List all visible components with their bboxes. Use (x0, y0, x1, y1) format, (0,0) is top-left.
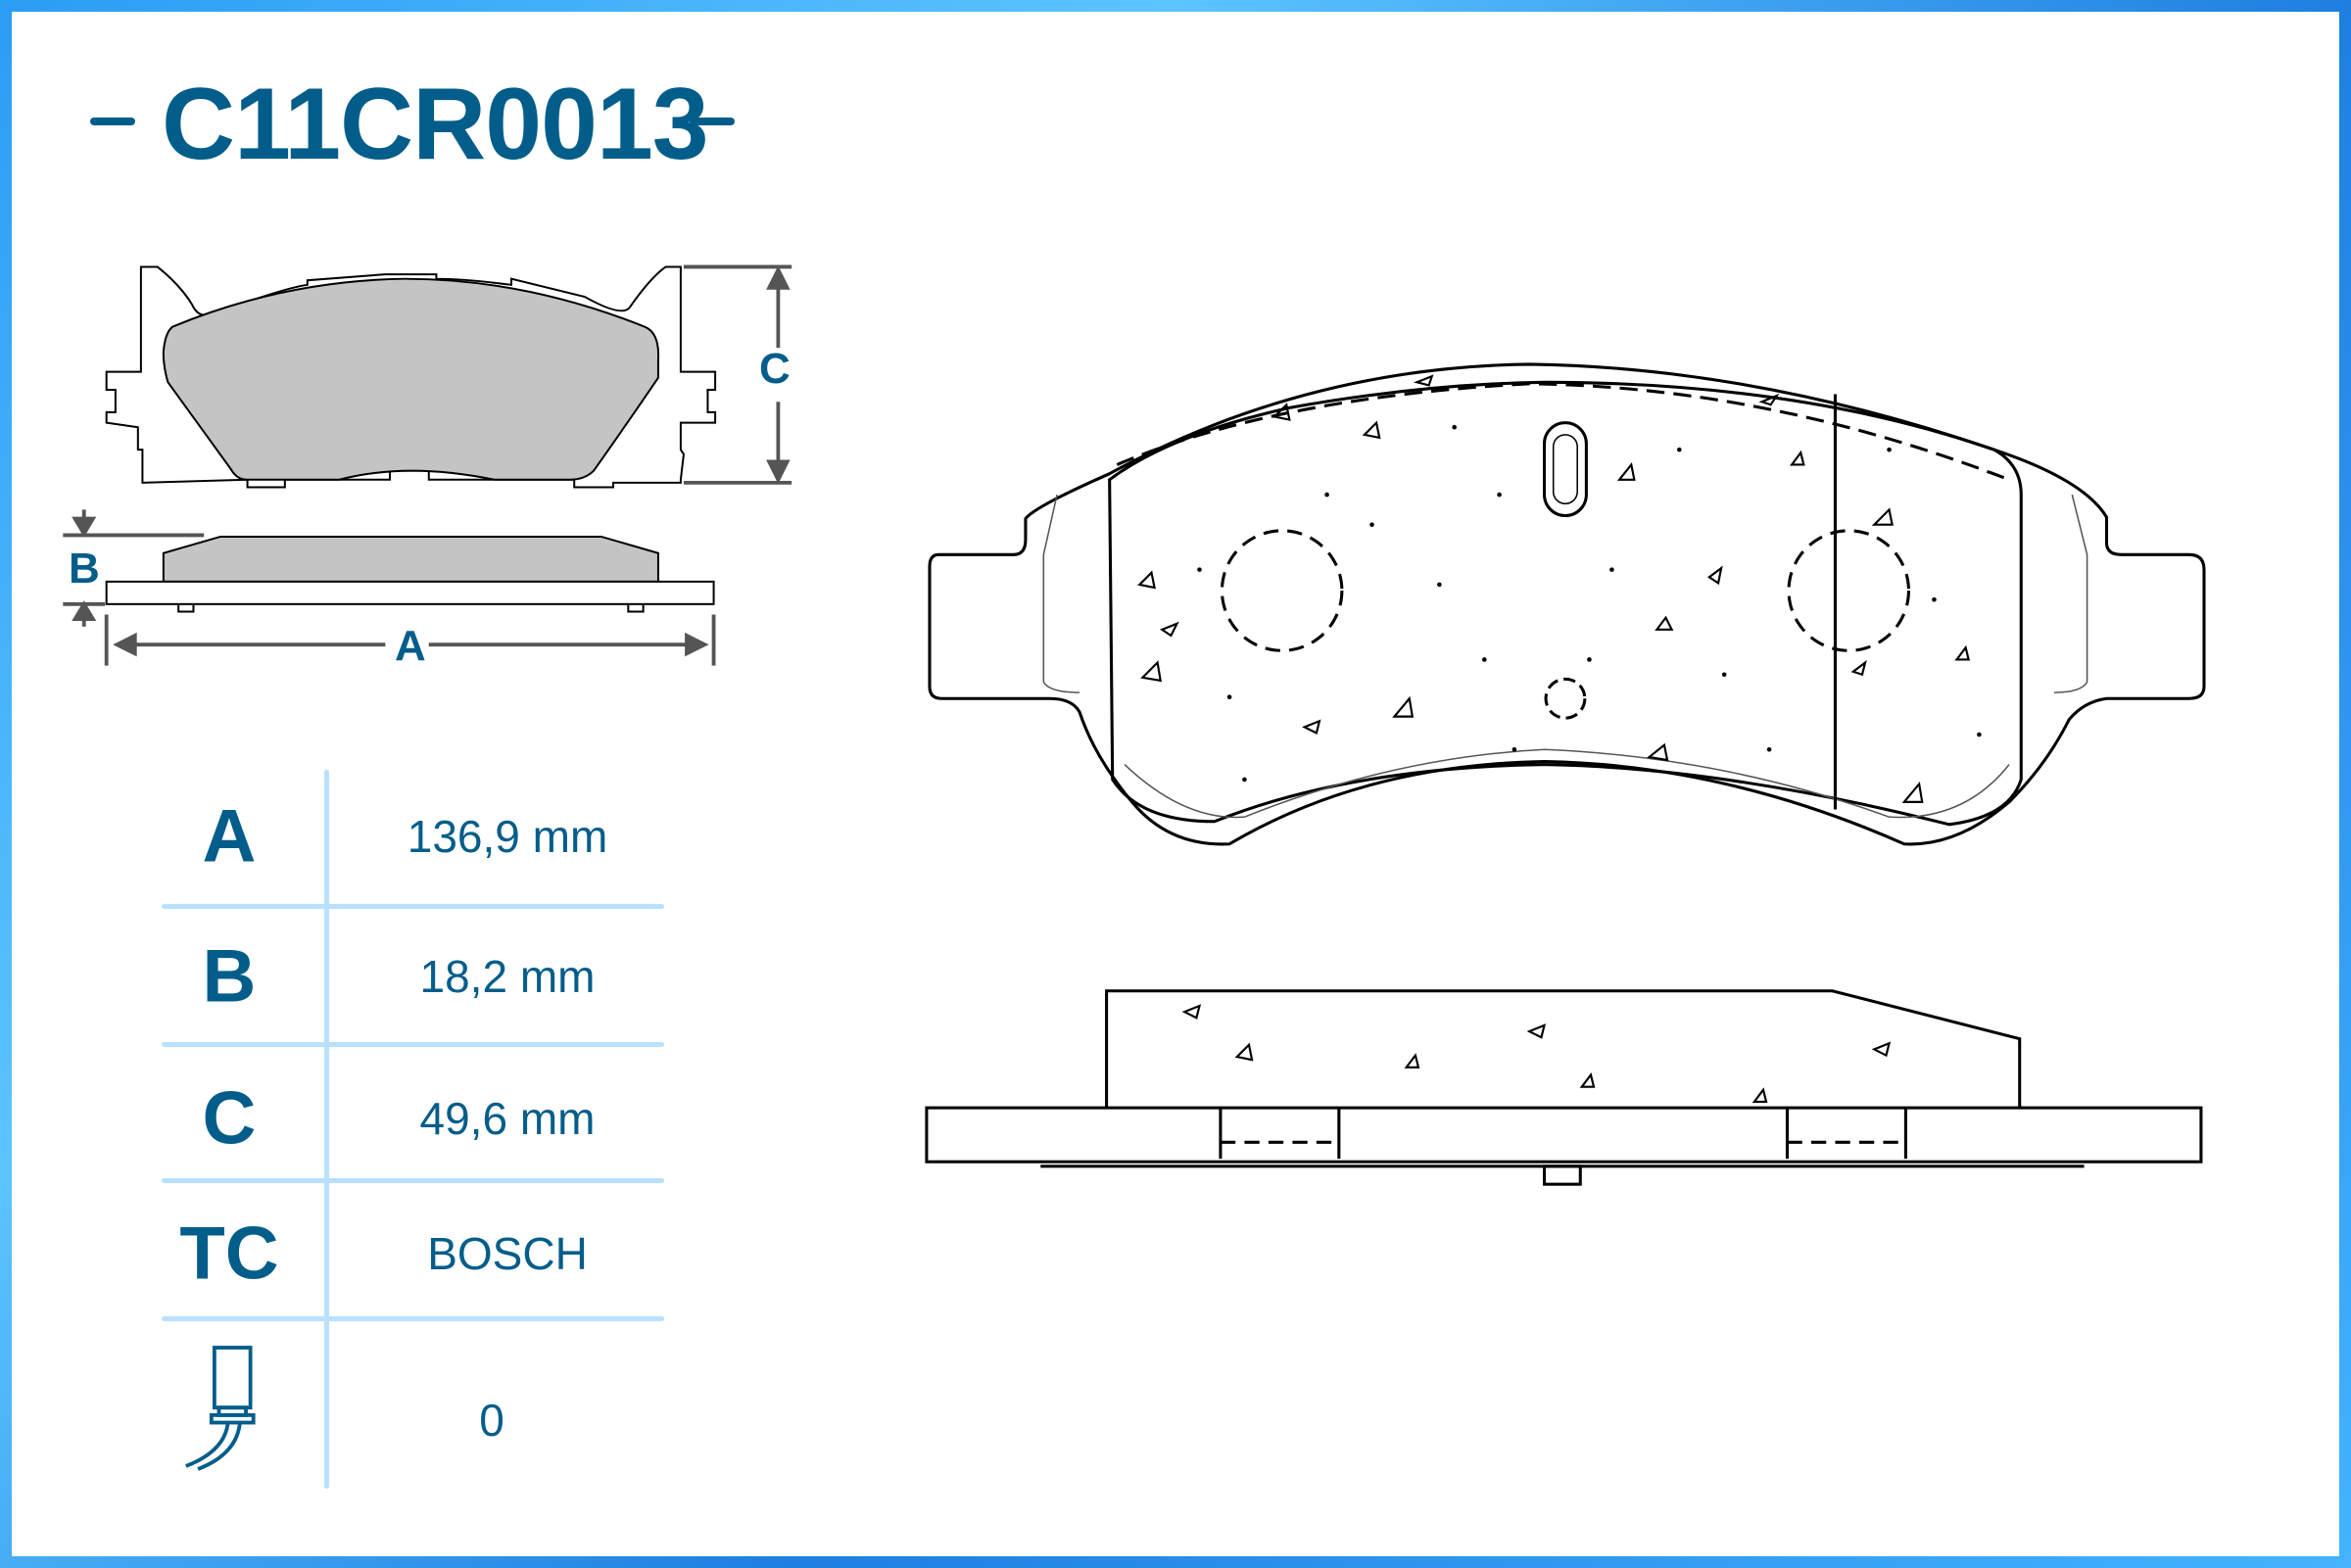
pad-top-view (105, 265, 717, 489)
wear-sensor-icon (185, 1346, 256, 1471)
spec-value-a: 136,9 mm (407, 811, 608, 862)
dimension-lines (63, 264, 792, 666)
spec-label-tc: TC (179, 1212, 279, 1296)
spec-value-wear-sensor: 0 (479, 1395, 504, 1446)
pad-side-view-large (925, 989, 2203, 1186)
table-divider-vertical (324, 770, 329, 1489)
spec-label-a: A (202, 794, 257, 879)
spec-value-c: 49,6 mm (419, 1093, 596, 1144)
spec-label-c: C (202, 1076, 257, 1161)
title-dash-right (690, 118, 735, 125)
table-divider (162, 904, 664, 909)
pad-side-view (105, 535, 715, 613)
table-divider (162, 1178, 664, 1183)
spec-label-b: B (202, 934, 257, 1019)
spec-value-tc: BOSCH (427, 1228, 588, 1279)
dimension-label-b: B (69, 545, 100, 593)
pad-front-view-large (928, 362, 2206, 846)
canvas (12, 12, 2339, 1556)
spec-value-b: 18,2 mm (419, 951, 596, 1002)
table-divider (162, 1042, 664, 1047)
title-dash-left (90, 118, 135, 125)
friction-dots (1197, 424, 1982, 783)
friction-material-texture (1137, 374, 1971, 803)
dimension-label-c: C (759, 345, 791, 393)
page-title: C11CR0013 (162, 68, 709, 181)
table-divider (162, 1316, 664, 1321)
dimension-label-a: A (393, 622, 428, 671)
